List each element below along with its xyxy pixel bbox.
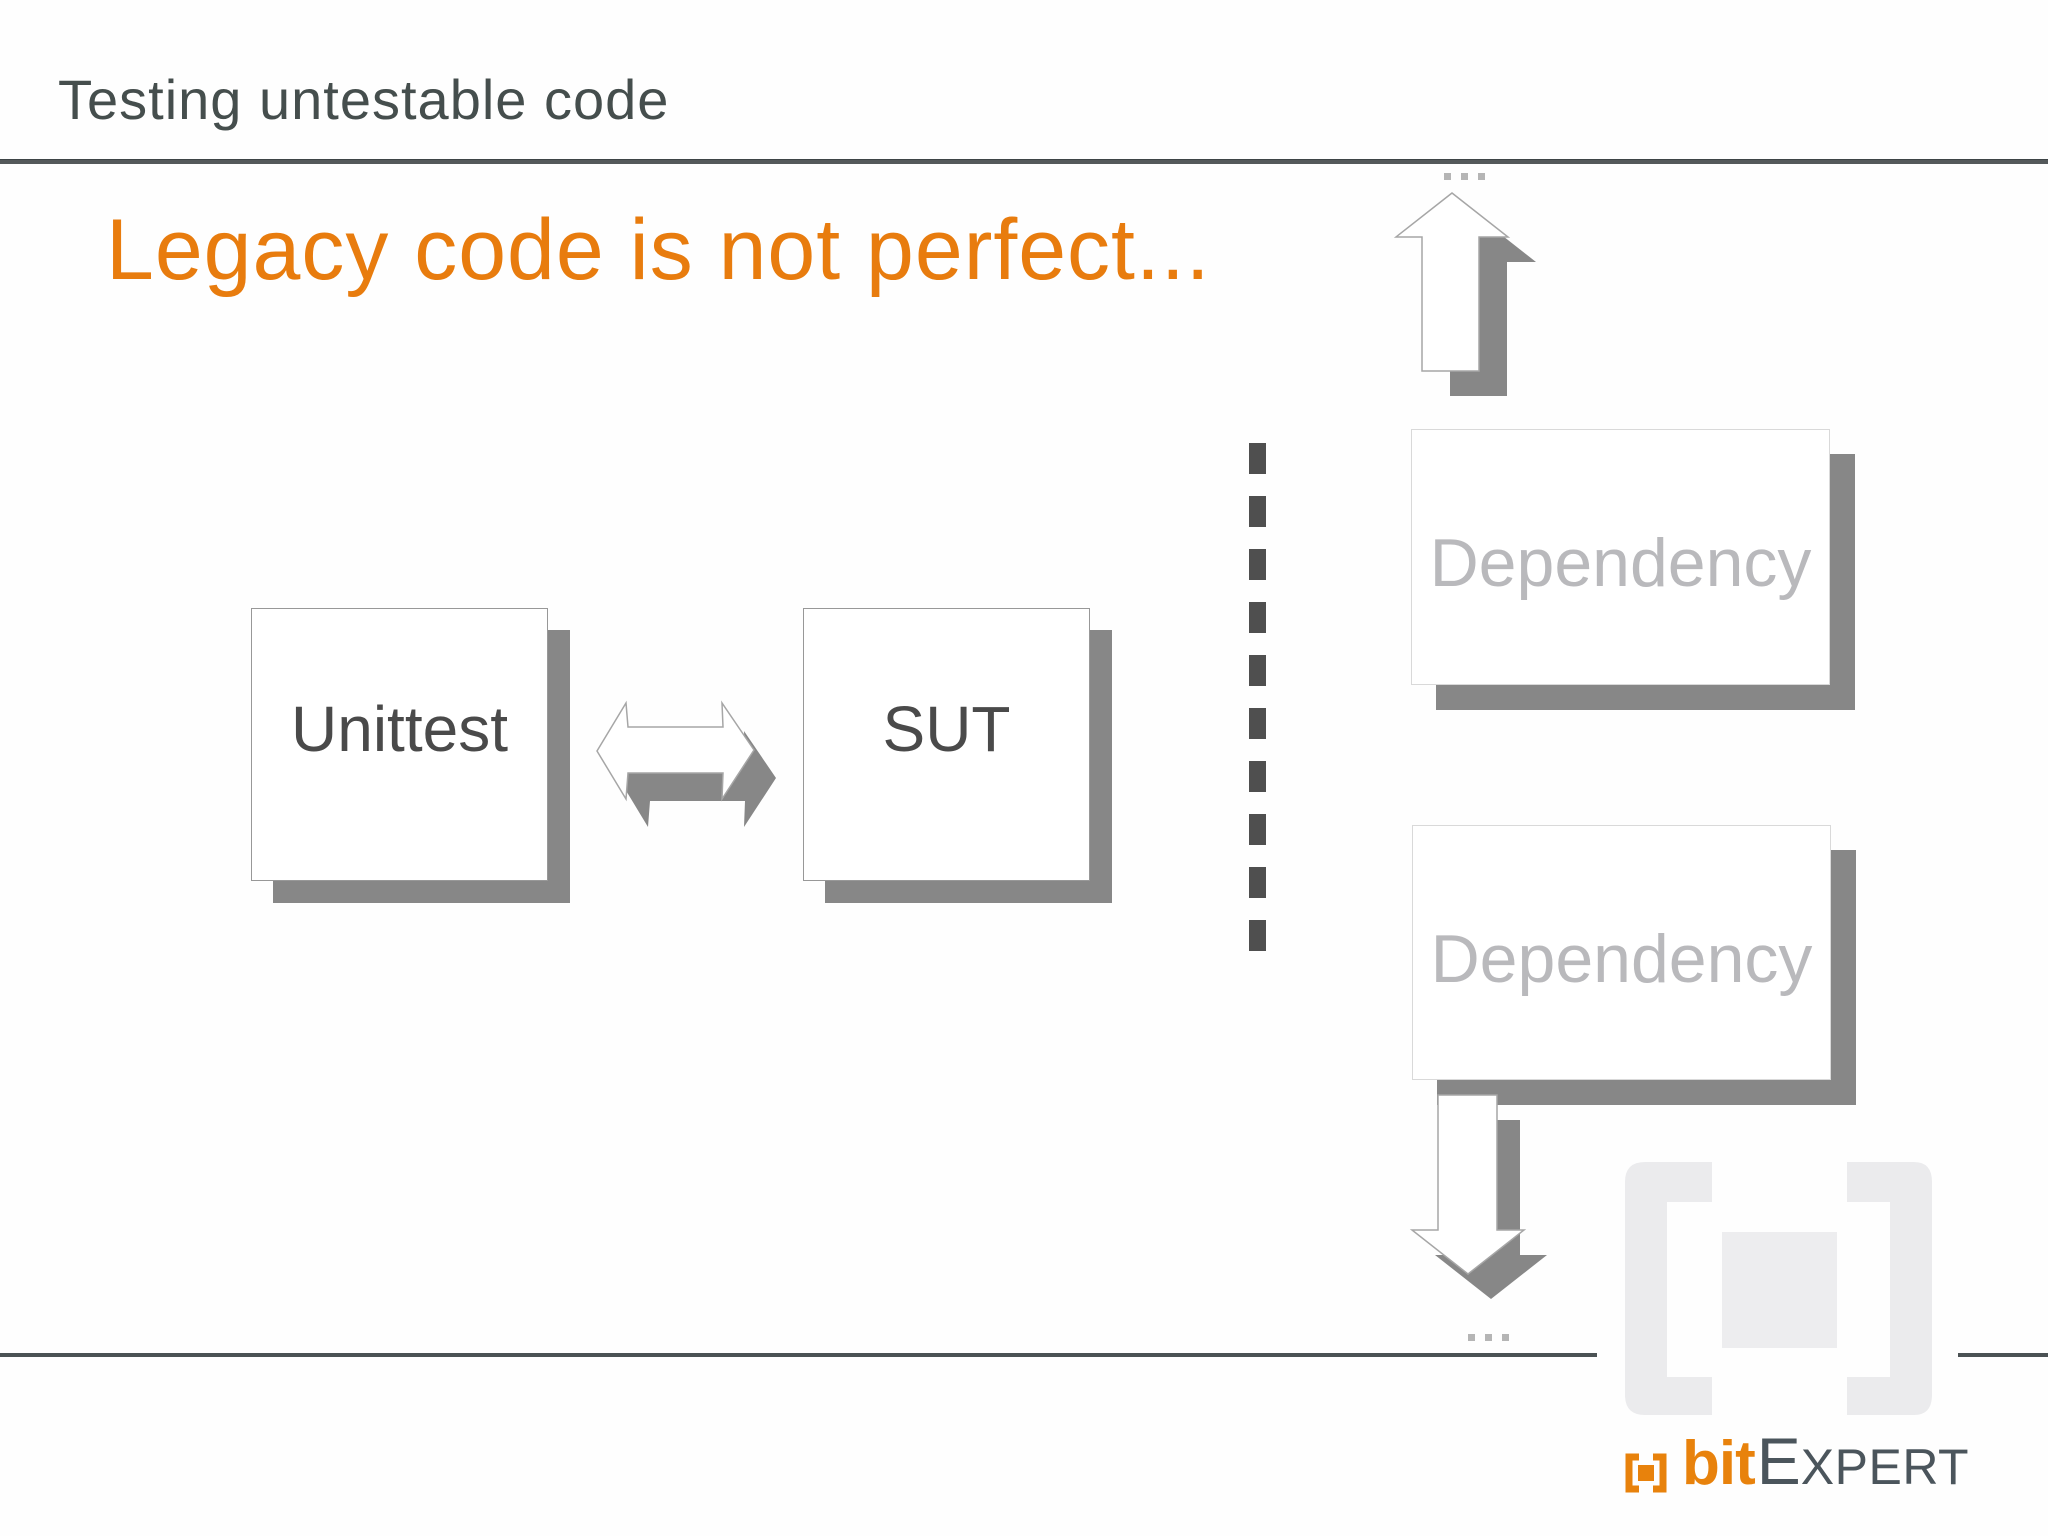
watermark-left-bracket	[1625, 1162, 1712, 1415]
watermark-center-square	[1722, 1232, 1837, 1348]
logo-expert-cap: E	[1756, 1424, 1801, 1498]
bitexpert-watermark-icon	[1625, 1162, 1932, 1415]
dependency-top-label: Dependency	[1429, 525, 1812, 601]
slide-heading: Legacy code is not perfect...	[106, 202, 1211, 298]
unittest-label: Unittest	[291, 692, 508, 765]
bidirectional-arrow-body	[596, 700, 755, 802]
boundary-dashed-line	[1249, 443, 1266, 951]
bidirectional-arrow	[596, 700, 776, 827]
footer-divider-left	[0, 1353, 1597, 1357]
ellipsis-bottom	[1468, 1334, 1509, 1341]
watermark-right-bracket	[1847, 1162, 1932, 1415]
dependency-box-top: Dependency	[1411, 429, 1830, 685]
up-arrow-body	[1393, 192, 1511, 372]
sut-box: SUT	[803, 608, 1090, 881]
header-divider	[0, 159, 2048, 164]
bitexpert-bracket-icon	[1625, 1453, 1667, 1493]
logo-bit: bit	[1682, 1429, 1756, 1498]
footer-divider-right	[1958, 1353, 2048, 1357]
down-arrow	[1409, 1094, 1547, 1299]
down-arrow-body	[1409, 1094, 1527, 1275]
page-title: Testing untestable code	[58, 68, 670, 131]
dependency-bottom-label: Dependency	[1430, 920, 1813, 997]
ellipsis-top	[1444, 173, 1485, 180]
dependency-box-bottom: Dependency	[1412, 825, 1831, 1080]
up-arrow	[1393, 192, 1536, 396]
sut-label: SUT	[882, 692, 1011, 765]
bitexpert-logo-text: bitEXPERT	[1682, 1428, 1969, 1495]
unittest-box: Unittest	[251, 608, 548, 881]
bitexpert-logo: bitEXPERT	[1624, 1428, 1969, 1495]
logo-expert-rest: XPERT	[1800, 1439, 1970, 1495]
